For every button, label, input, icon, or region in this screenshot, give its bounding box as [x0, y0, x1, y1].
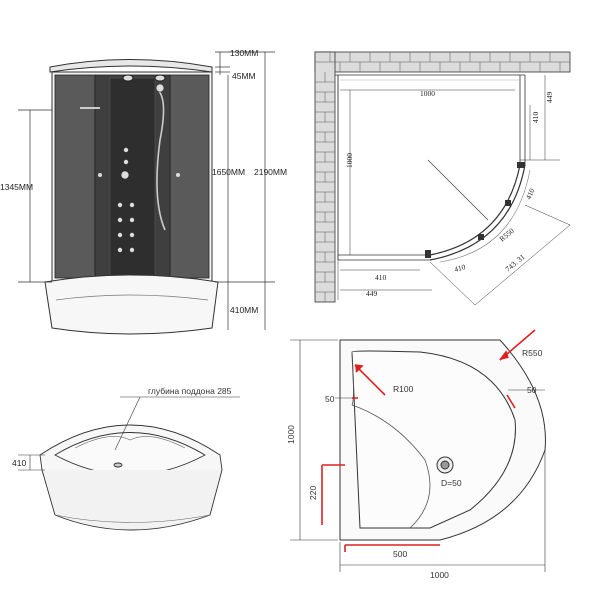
tray-plan-50-left: 50	[325, 394, 335, 404]
tray-plan-r100: R100	[393, 384, 414, 394]
shower-hose	[156, 89, 166, 231]
massage-jets	[98, 147, 180, 253]
tray-plan-220: 220	[308, 486, 318, 500]
plan-dim-410-arc: 410	[524, 187, 537, 201]
dim-130: 130MM	[230, 48, 258, 58]
plan-dim-410-right: 410	[531, 112, 540, 124]
tray-plan-500: 500	[393, 549, 407, 559]
dim-1345: 1345MM	[0, 182, 33, 192]
dim-2190: 2190MM	[254, 167, 287, 177]
plan-dim-1000-top: 1000	[420, 89, 435, 98]
dim-410mm: 410MM	[230, 305, 258, 315]
plan-brick-walls	[314, 51, 571, 303]
tray-plan-r550: R550	[522, 348, 543, 358]
tray-iso-dims	[18, 396, 240, 471]
tray-plan-drain: D=50	[441, 478, 462, 488]
plan-dim-r550: R550	[498, 226, 516, 244]
ceiling-lamp-left	[122, 74, 134, 82]
dim-45: 45MM	[232, 71, 256, 81]
plan-dim-449-right: 449	[545, 92, 554, 104]
plan-dim-410-inner: 410	[453, 262, 466, 274]
cabin-tray-apron	[55, 294, 209, 301]
tray-plan-50-right: 50	[527, 385, 537, 395]
plan-cabin-outline	[335, 74, 571, 306]
cabin-glass-right	[169, 74, 210, 279]
cabin-roof	[49, 59, 213, 73]
tray-plan-red-callouts	[321, 329, 536, 552]
tray-iso-view	[39, 424, 223, 531]
cabin-tray	[44, 274, 219, 335]
tray-depth-label: глубина поддона 285	[148, 386, 232, 396]
plan-door-fittings	[425, 162, 525, 258]
tray-plan-view	[339, 339, 546, 541]
plan-dim-410-bottom: 410	[375, 273, 387, 282]
cabin-center-strip	[109, 77, 156, 277]
tray-plan-1000-horiz: 1000	[430, 570, 449, 580]
cabin-glass-left	[54, 74, 96, 279]
cabin-dimension-lines	[18, 51, 275, 330]
tray-iso-dim-410: 410	[12, 458, 26, 468]
mixer-knob	[120, 170, 130, 180]
plan-dim-449-bottom: 449	[366, 289, 378, 298]
dim-1650: 1650MM	[212, 167, 245, 177]
shower-cabin-front-view	[44, 59, 219, 335]
ceiling-lamp-right	[154, 74, 166, 82]
shower-head	[155, 83, 165, 93]
tray-plan-1000-vert: 1000	[286, 425, 296, 444]
plan-dim-1000-left: 1000	[345, 153, 354, 168]
tray-plan-dim-lines	[290, 339, 546, 572]
plan-dim-743: 743. 31	[504, 252, 527, 274]
